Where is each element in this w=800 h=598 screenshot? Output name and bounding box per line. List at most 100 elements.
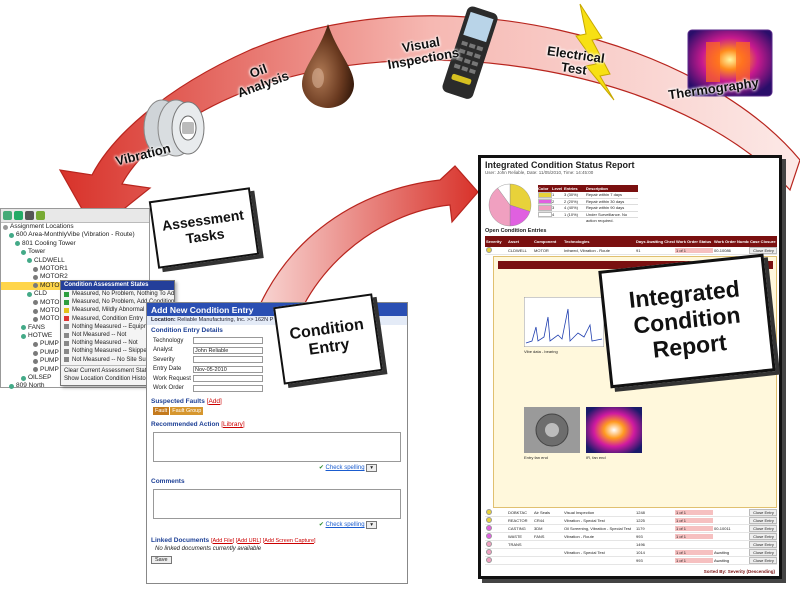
tree-node[interactable]: PUMP: [1, 366, 149, 374]
tree-node[interactable]: CLDWELL: [1, 257, 149, 265]
form-field-input[interactable]: [193, 375, 263, 383]
table-cell-component: CR44: [534, 518, 545, 523]
menu-item[interactable]: Measured, Condition Entry: [61, 315, 174, 323]
table-cell-close[interactable]: Close Entry: [749, 549, 777, 556]
table-cell-days: 1014: [636, 550, 645, 555]
status-square-icon: [64, 316, 69, 322]
table-cell-wo[interactable]: Awaiting: [714, 558, 730, 563]
check-spelling-link-2[interactable]: Check spelling: [325, 522, 365, 528]
table-cell-close[interactable]: Close Entry: [749, 525, 777, 532]
tree-node-icon: [21, 333, 26, 339]
menu-item[interactable]: Nothing Measured -- Skipped: [61, 347, 174, 355]
tree-node[interactable]: PUMP: [1, 357, 149, 365]
column-header: Work Order Status: [676, 239, 712, 244]
recommended-action-label: Recommended Action: [151, 421, 220, 428]
form-field-input[interactable]: John Reliable: [193, 346, 263, 354]
tree-node[interactable]: MOTO: [1, 307, 149, 315]
add-url-link[interactable]: Add URL: [237, 538, 260, 544]
menu-item[interactable]: Nothing Measured -- Not: [61, 339, 174, 347]
tree-node[interactable]: 801 Cooling Tower: [1, 240, 149, 248]
save-button[interactable]: Save: [151, 556, 172, 564]
menu-item[interactable]: Not Measured -- No Site Su: [61, 356, 174, 364]
tree-node[interactable]: MOTOR2: [1, 273, 149, 281]
tree-tool-icon[interactable]: [14, 211, 23, 220]
spelling-dropdown-1[interactable]: ▾: [366, 464, 377, 472]
form-field-input[interactable]: [193, 337, 263, 345]
status-square-icon: [64, 299, 69, 305]
spelling-dropdown-2[interactable]: ▾: [366, 521, 377, 529]
library-link[interactable]: Library: [223, 421, 243, 428]
tree-tool-icon[interactable]: [36, 211, 45, 220]
form-field-input[interactable]: [193, 356, 263, 364]
tree-node[interactable]: PUMP: [1, 349, 149, 357]
comments-textarea[interactable]: [153, 489, 401, 519]
menu-item[interactable]: Measured, No Problem, Add Condition Comm…: [61, 298, 174, 306]
tree-node[interactable]: 809 North: [1, 382, 149, 390]
table-cell-close[interactable]: Close Entry: [749, 541, 777, 548]
fault-group-chip[interactable]: Fault Group: [170, 407, 204, 415]
tree-node[interactable]: Tower: [1, 248, 149, 256]
table-cell-status: 1 of 1: [675, 558, 713, 563]
check-spelling-link-1[interactable]: Check spelling: [325, 465, 365, 471]
recommended-action-textarea[interactable]: [153, 432, 401, 462]
tree-node[interactable]: MOTOR1: [1, 265, 149, 273]
table-cell-close[interactable]: Close Entry: [749, 533, 777, 540]
form-field-input[interactable]: Nov-05-2010: [193, 365, 263, 373]
table-cell-wo[interactable]: Awaiting: [714, 550, 730, 555]
vibration-sensor-icon: [143, 99, 205, 157]
table-cell-wo[interactable]: 00-10086: [714, 248, 731, 253]
tree-node[interactable]: PUMP: [1, 340, 149, 348]
severity-dot: [486, 509, 492, 515]
add-fault-link[interactable]: Add: [208, 398, 221, 405]
tree-node[interactable]: Assignment Locations: [1, 223, 149, 231]
table-cell-wo[interactable]: 00-10011: [714, 526, 731, 531]
menu-item[interactable]: Clear Current Assessment State: [64, 367, 150, 374]
spellcheck-icon: ✔: [318, 465, 324, 471]
menu-item-label: Measured, No Problem, Nothing To Add: [72, 291, 174, 297]
table-cell-close[interactable]: Close Entry: [749, 247, 777, 254]
severity-dot: [486, 541, 492, 547]
legend-level: 2: [552, 198, 555, 204]
tree-node[interactable]: FANS: [1, 324, 149, 332]
tree-node[interactable]: 600 Area-MonthlyVibe (Vibration - Route): [1, 231, 149, 239]
menu-item[interactable]: Not Measured -- Not: [61, 331, 174, 339]
menu-item[interactable]: Nothing Measured -- Equipment: [61, 323, 174, 331]
table-cell-close[interactable]: Close Entry: [749, 517, 777, 524]
add-file-link[interactable]: Add File: [212, 538, 233, 544]
tree-node[interactable]: CLD: [1, 290, 149, 298]
binoculars-icon[interactable]: [25, 211, 34, 220]
table-cell-close[interactable]: Close Entry: [749, 557, 777, 564]
tree-node-label: PUMP: [40, 348, 59, 356]
status-square-icon: [64, 332, 69, 338]
tree-node[interactable]: OILSEP: [1, 374, 149, 382]
menu-item[interactable]: Measured, No Problem, Nothing To Add: [61, 290, 174, 298]
status-square-icon: [64, 357, 69, 363]
tree-node[interactable]: MOTO: [1, 315, 149, 323]
severity-dot: [486, 533, 492, 539]
tree-tool-icon[interactable]: [3, 211, 12, 220]
tree-node-icon: [33, 350, 38, 356]
legend-description: Repair within 30 days: [586, 198, 625, 204]
form-field-input[interactable]: [193, 384, 263, 392]
table-cell-close[interactable]: Close Entry: [749, 509, 777, 516]
tree-node[interactable]: MOTO: [1, 299, 149, 307]
severity-indicator: [485, 517, 507, 524]
fault-chip[interactable]: Fault: [153, 407, 170, 415]
add-screen-capture-link[interactable]: Add Screen Capture: [264, 538, 315, 544]
menu-item[interactable]: Measured, Mildly Abnormal: [61, 306, 174, 314]
form-field-row: Work Request: [147, 374, 407, 384]
menu-item[interactable]: Show Location Condition History: [64, 375, 151, 382]
tree-node[interactable]: HOTWE: [1, 332, 149, 340]
table-cell-status: 1 of 1: [675, 526, 713, 531]
tree-node-icon: [21, 325, 26, 331]
